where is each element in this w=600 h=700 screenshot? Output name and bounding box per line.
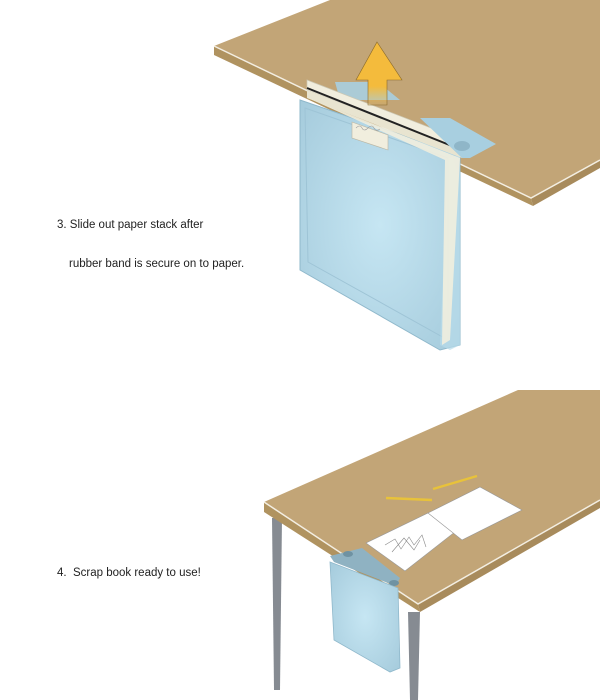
step-4-line-1: 4. Scrap book ready to use! [57, 567, 201, 579]
rubber-band [306, 87, 463, 151]
scrapbook-holder-mounted [329, 548, 401, 673]
pencil-1 [385, 496, 433, 502]
up-arrow-icon [355, 41, 403, 106]
desk-leg-back [272, 518, 282, 690]
desk-leg-front [408, 612, 420, 700]
step-3-line-1: 3. Slide out paper stack after [57, 219, 204, 231]
step-3-caption: 3. Slide out paper stack after rubber ba… [57, 193, 244, 284]
holder-clip-front [420, 118, 496, 158]
open-scrapbook [365, 486, 523, 572]
step-3-line-2: rubber band is secure on to paper. [69, 258, 245, 270]
step-4-caption: 4. Scrap book ready to use! [57, 541, 201, 593]
paper-stack [306, 79, 463, 345]
pencil-2 [432, 474, 478, 491]
